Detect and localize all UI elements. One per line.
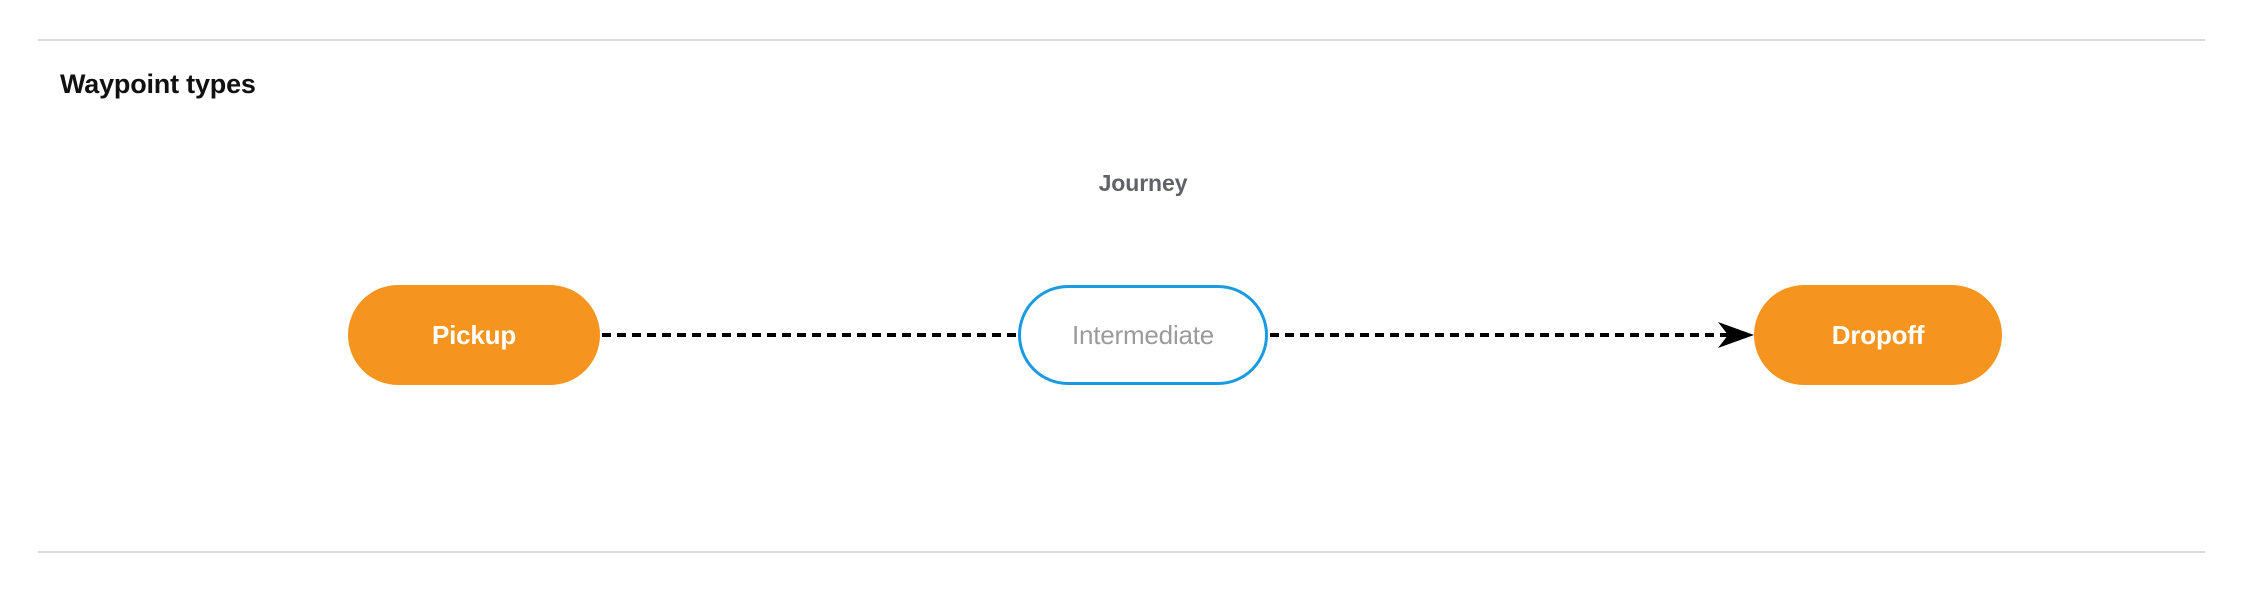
section-divider-bottom [38,551,2205,553]
page-title: Waypoint types [60,69,256,99]
journey-group-label: Journey [1098,170,1188,196]
node-pickup[interactable]: Pickup [348,285,600,385]
node-pickup-label: Pickup [431,319,517,350]
node-intermediate[interactable]: Intermediate [1018,285,1268,385]
node-intermediate-label: Intermediate [1071,319,1215,350]
node-dropoff-label: Dropoff [1831,319,1925,350]
node-dropoff[interactable]: Dropoff [1754,285,2002,385]
section-divider-top [38,39,2205,41]
arrowhead-icon [1718,322,1754,348]
